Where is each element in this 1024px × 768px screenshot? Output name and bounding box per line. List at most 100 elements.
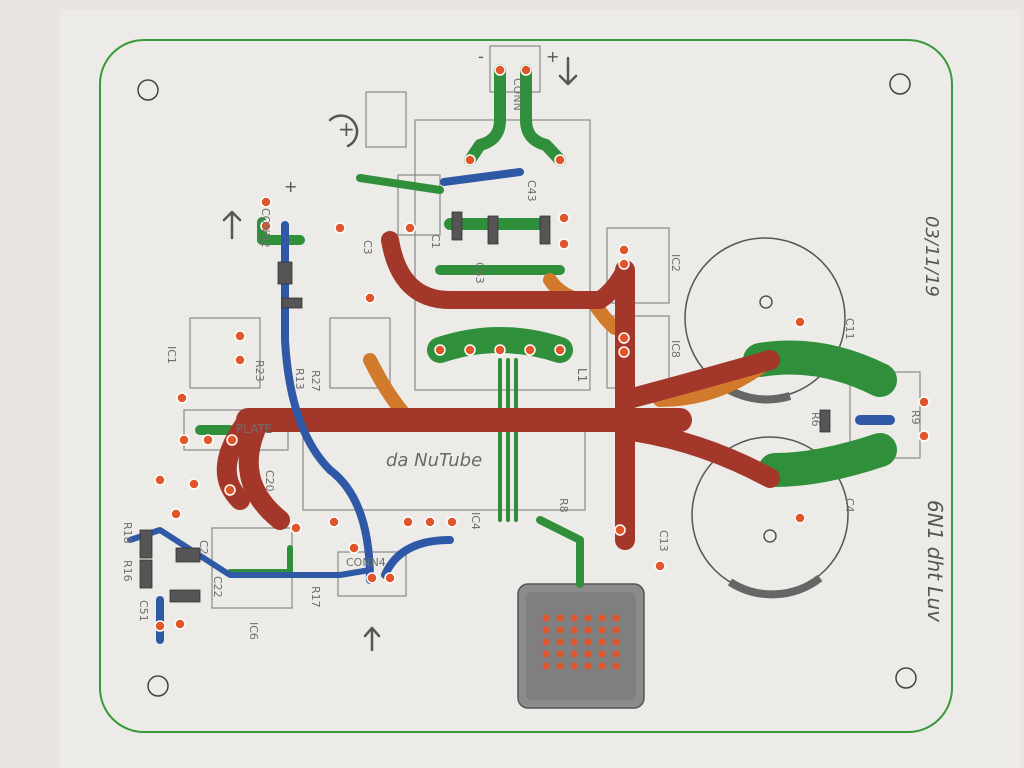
label-r23: R23 xyxy=(253,360,266,382)
plus-sign-top-connector: + xyxy=(546,47,559,66)
pad xyxy=(404,222,416,234)
label-ic6: IC6 xyxy=(247,622,260,640)
trace-green-conn-left xyxy=(464,64,506,166)
label-conn4: CONN4 xyxy=(346,556,386,569)
pad xyxy=(328,516,340,528)
heatsink-pad xyxy=(598,638,606,646)
heatsink-pad xyxy=(598,662,606,670)
label-r8: R8 xyxy=(557,498,570,513)
pad xyxy=(424,516,436,528)
label-r9: R9 xyxy=(909,410,922,425)
smd-c22 xyxy=(175,547,201,563)
pad xyxy=(434,344,446,356)
heatsink-pad xyxy=(598,626,606,634)
capacitor-c4-band xyxy=(727,574,823,599)
board-outline xyxy=(99,39,953,733)
label-c20: C20 xyxy=(263,470,276,492)
pad xyxy=(558,212,570,224)
pad xyxy=(464,344,476,356)
pad xyxy=(176,392,188,404)
pad xyxy=(384,572,396,584)
heatsink-pad xyxy=(584,614,592,622)
trace-green-c32 xyxy=(356,174,444,194)
arrow-up-bottom-icon xyxy=(363,626,381,652)
trace-green-hub xyxy=(427,327,573,363)
polarity-markers: + - + + xyxy=(284,47,559,196)
mounting-hole-bottom-right xyxy=(895,667,917,689)
label-c53: C53 xyxy=(473,262,486,284)
plus-sign-c20: + xyxy=(338,117,355,141)
heatsink-pad xyxy=(598,614,606,622)
trace-green-c13 xyxy=(536,516,584,588)
pad xyxy=(226,434,238,446)
label-c51: C51 xyxy=(137,600,150,622)
board-title: 6N1 dht Luv xyxy=(923,500,947,623)
pad xyxy=(654,560,666,572)
smd-r6 xyxy=(819,409,831,433)
heatsink-pad xyxy=(542,650,550,658)
trace-red-top xyxy=(381,231,634,309)
heatsink-pad xyxy=(612,626,620,634)
smd-c1 xyxy=(451,211,463,241)
rotate-arrow-icon xyxy=(328,114,359,148)
pad xyxy=(446,516,458,528)
pad xyxy=(520,64,532,76)
heatsink-pad xyxy=(556,626,564,634)
heatsink-pad xyxy=(598,650,606,658)
conn-top-outline xyxy=(489,45,541,93)
pad xyxy=(464,154,476,166)
red-traces xyxy=(216,231,780,550)
smd-r16 xyxy=(139,559,153,589)
smd-c51 xyxy=(169,589,201,603)
c32-outline xyxy=(397,174,441,236)
heatsink-pad xyxy=(612,614,620,622)
heatsink-pad xyxy=(542,638,550,646)
pad xyxy=(202,434,214,446)
label-r27: R27 xyxy=(309,370,322,392)
pad xyxy=(554,344,566,356)
pad xyxy=(234,354,246,366)
smd-r18 xyxy=(139,529,153,559)
pad xyxy=(494,344,506,356)
pad xyxy=(334,222,346,234)
label-r18: R18 xyxy=(121,522,134,544)
label-c3: C3 xyxy=(361,240,374,255)
label-plate: PLATE xyxy=(236,422,272,436)
heatsink-pad xyxy=(542,626,550,634)
c20-outline xyxy=(365,91,407,148)
label-r16: R16 xyxy=(121,560,134,582)
trace-blue-vertical xyxy=(281,221,374,584)
pad xyxy=(494,64,506,76)
pad xyxy=(234,330,246,342)
pad xyxy=(260,220,272,232)
trace-red-loop-bottom xyxy=(216,410,258,510)
label-r17: R17 xyxy=(309,586,322,608)
ic2-outline xyxy=(606,227,670,304)
trace-green-c4-arc xyxy=(758,433,897,487)
pad xyxy=(178,434,190,446)
trace-red-c4 xyxy=(615,420,780,488)
label-conn-top: CONN xyxy=(511,78,524,111)
heatsink-pad xyxy=(556,614,564,622)
pad xyxy=(618,244,630,256)
label-ic4: IC4 xyxy=(469,512,482,530)
mounting-hole-top-left xyxy=(137,79,159,101)
inductor-label: L1 xyxy=(575,368,589,382)
pad xyxy=(174,618,186,630)
pad xyxy=(618,258,630,270)
date-label: 03/11/19 xyxy=(921,216,942,297)
heatsink-pad xyxy=(612,662,620,670)
capacitor-c4-pin xyxy=(763,529,777,543)
pad xyxy=(364,292,376,304)
capacitor-c11-pin xyxy=(759,295,773,309)
pad xyxy=(554,154,566,166)
label-r6: R6 xyxy=(809,412,822,427)
ic1-outline xyxy=(189,317,261,389)
heatsink-pad-grid xyxy=(542,614,620,670)
heatsink-pad xyxy=(584,662,592,670)
trace-red-loop-left xyxy=(238,410,290,530)
plus-sign-conn2: + xyxy=(284,177,297,196)
heatsink xyxy=(517,583,645,709)
smd-c43 xyxy=(539,215,551,245)
